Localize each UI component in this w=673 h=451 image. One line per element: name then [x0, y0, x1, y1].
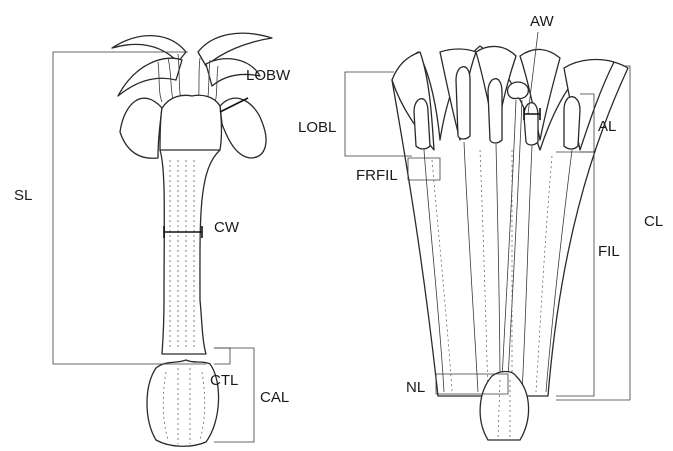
label-frfil: FRFIL	[356, 167, 398, 184]
cal-bracket	[214, 348, 254, 442]
label-cal: CAL	[260, 389, 289, 406]
whole-flower-drawing	[112, 33, 272, 446]
label-aw: AW	[530, 13, 554, 30]
label-ctl: CTL	[210, 372, 238, 389]
label-al: AL	[598, 118, 616, 135]
label-fil: FIL	[598, 243, 620, 260]
ctl-bracket	[214, 348, 230, 364]
opened-corolla-drawing	[392, 46, 628, 440]
label-lobl: LOBL	[298, 119, 336, 136]
label-cw: CW	[214, 219, 240, 236]
label-sl: SL	[14, 187, 32, 204]
label-lobw: LOBW	[246, 67, 291, 84]
label-cl: CL	[644, 213, 663, 230]
label-nl: NL	[406, 379, 425, 396]
